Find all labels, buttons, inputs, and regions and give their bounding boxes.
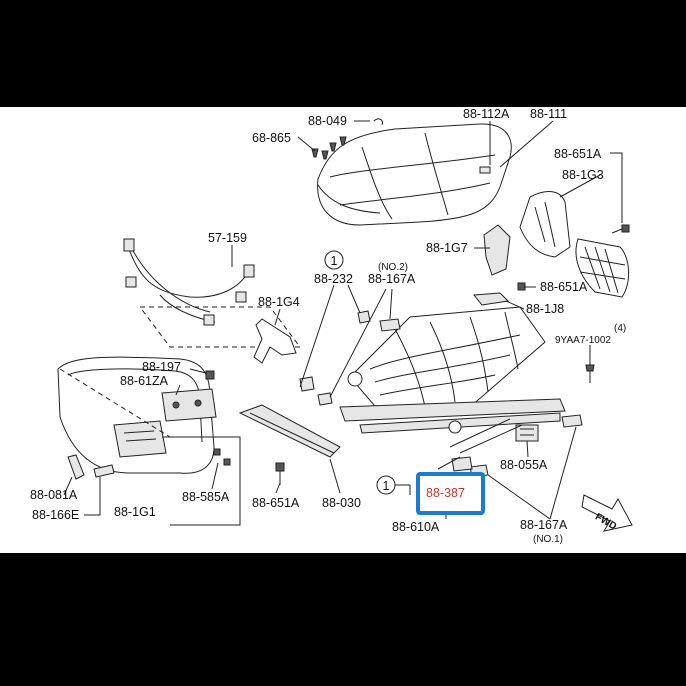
bracket-88-61za xyxy=(161,388,217,422)
callout-88-585a: 88-585A xyxy=(182,490,230,504)
switch-88-387 xyxy=(451,456,473,472)
parts-diagram: 1 1 FWD 88-049 68-865 88-112A 88-111 88-… xyxy=(0,107,686,553)
callout-88-1g1: 88-1G1 xyxy=(114,505,156,519)
callout-88-055a: 88-055A xyxy=(500,458,548,472)
callout-88-651a-mid: 88-651A xyxy=(540,280,588,294)
callout-88-112a: 88-112A xyxy=(463,107,510,121)
part-88-055a xyxy=(515,424,539,442)
callout-no1: (NO.1) xyxy=(533,534,563,545)
callout-88-166e: 88-166E xyxy=(32,508,79,522)
exploded-seat-diagram: 1 1 FWD 88-049 68-865 88-112A 88-111 88-… xyxy=(30,107,633,545)
callout-88-197: 88-197 xyxy=(142,360,181,374)
knob-88-081a xyxy=(67,454,85,480)
callout-no2: (NO.2) xyxy=(378,262,408,273)
seat-cushion-pad xyxy=(317,123,512,226)
circled-number-1-upper xyxy=(324,250,344,270)
leader-lines xyxy=(63,120,623,520)
bolt-88-651a-mid xyxy=(517,282,526,291)
callout-qty-4: (4) xyxy=(614,323,626,334)
cover-88-167a-no2 xyxy=(379,318,401,332)
clips-88-232 xyxy=(299,310,371,406)
bolt-88-651a-upper xyxy=(611,224,630,234)
seat-frame-assembly xyxy=(339,306,566,434)
side-cover-88-1g1 xyxy=(57,356,215,474)
lever-line xyxy=(449,418,511,448)
callout-88-167a-no1: 88-167A xyxy=(520,518,568,532)
knob-88-166e xyxy=(93,464,115,478)
callout-88-1g7: 88-1G7 xyxy=(426,241,468,255)
circled-number-1-upper-text: 1 xyxy=(331,254,338,268)
clip-88-049 xyxy=(373,118,383,126)
callout-88-030: 88-030 xyxy=(322,496,361,510)
bracket-line-88-1g1 xyxy=(162,436,241,526)
callout-88-61za: 88-61ZA xyxy=(120,374,169,388)
clip-68-865 xyxy=(311,136,347,160)
circled-number-1-lower xyxy=(376,475,396,495)
callout-88-232: 88-232 xyxy=(314,272,353,286)
callout-88-1j8: 88-1J8 xyxy=(526,302,564,316)
clip-88-585a xyxy=(213,448,231,466)
circled-number-1-lower-text: 1 xyxy=(383,479,390,493)
wire-harness-57-159 xyxy=(123,238,301,348)
screw-9yaa7-1002 xyxy=(585,364,595,383)
bracket-88-1g4 xyxy=(253,318,297,364)
callout-88-1g3: 88-1G3 xyxy=(562,168,604,182)
callout-88-167a-no2: 88-167A xyxy=(368,272,416,286)
clip-88-1g7 xyxy=(483,224,511,276)
callout-88-1g4: 88-1G4 xyxy=(258,295,300,309)
highlight-box-88-387 xyxy=(416,472,485,515)
callout-88-081a: 88-081A xyxy=(30,488,78,502)
callout-88-049: 88-049 xyxy=(308,114,347,128)
callout-68-865: 68-865 xyxy=(252,131,291,145)
callout-9yaa7-1002: 9YAA7-1002 xyxy=(555,335,611,346)
rail-cover-88-030 xyxy=(238,404,341,458)
seat-back-panel xyxy=(519,191,629,298)
callout-88-387-highlighted: 88-387 xyxy=(426,486,465,500)
bracket-88-1j8 xyxy=(473,292,510,306)
fwd-arrow xyxy=(581,494,633,532)
callout-88-651a-top: 88-651A xyxy=(554,147,602,161)
callout-88-111: 88-111 xyxy=(530,107,567,121)
callout-88-651a-bottom: 88-651A xyxy=(252,496,300,510)
bolt-88-651a-lower xyxy=(275,462,285,485)
callout-88-610a: 88-610A xyxy=(392,520,440,534)
callout-57-159: 57-159 xyxy=(208,231,247,245)
screw-88-197 xyxy=(205,370,215,380)
